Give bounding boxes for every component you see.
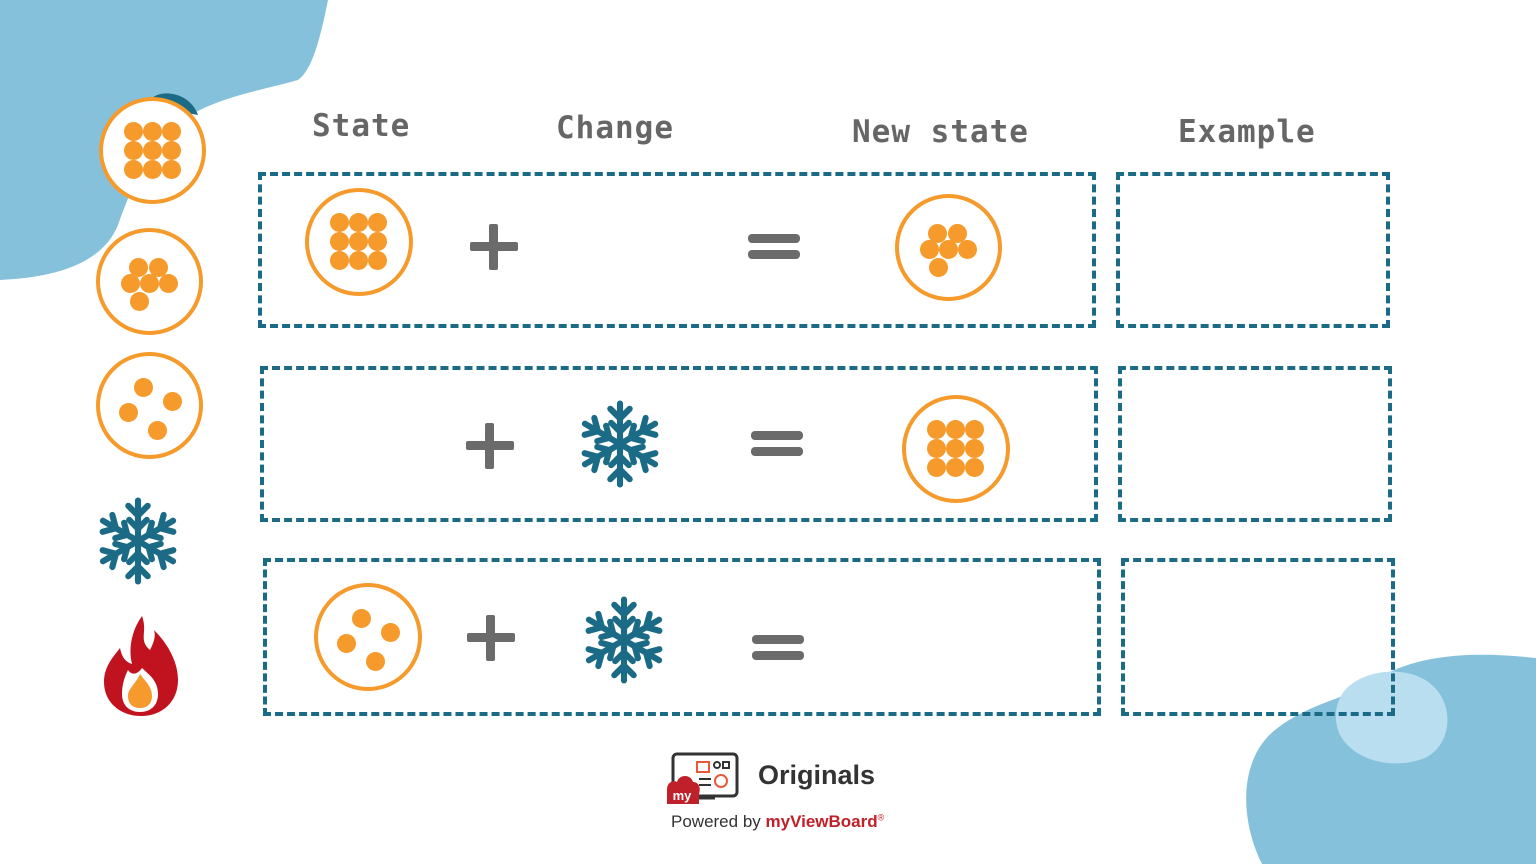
header-new-state: New state [852,114,1029,150]
row-1-plus-icon [470,224,518,270]
legend-fire-icon [104,616,178,716]
originals-title: Originals [758,760,876,790]
myviewboard-logo-icon: my [667,752,739,804]
row-1-state-solid-icon [305,188,413,296]
header-example: Example [1178,114,1316,150]
bottom-right-light-blob [1335,671,1448,764]
top-left-blob [0,0,328,280]
legend-solid-particles-icon [99,97,206,204]
row-2-new-state-solid-icon [902,395,1010,503]
row-2-example-box[interactable] [1118,366,1392,522]
header-state: State [312,108,411,144]
row-3-example-box[interactable] [1121,558,1395,716]
powered-by-label: Powered by [671,812,766,831]
row-3-box [263,558,1101,716]
row-2-equals-icon [751,431,803,456]
logo-badge-text: my [673,788,693,803]
row-3-equals-icon [752,635,804,660]
row-3-change-snowflake-icon [580,593,668,687]
powered-by-line: Powered by myViewBoard® [671,812,884,832]
legend-gas-particles-icon [96,352,203,459]
row-3-plus-icon [467,615,515,661]
row-2-change-snowflake-icon [576,397,664,491]
row-1-equals-icon [748,234,800,259]
legend-snowflake-icon [94,497,182,587]
registered-mark: ® [877,812,885,823]
header-change: Change [556,110,674,146]
brand-name: myViewBoard [765,812,878,831]
row-1-example-box[interactable] [1116,172,1390,328]
row-1-box [258,172,1096,328]
row-2-box [260,366,1098,522]
row-3-state-gas-icon [314,583,422,691]
row-1-new-state-liquid-icon [895,194,1002,301]
legend-liquid-particles-icon [96,228,203,335]
row-2-plus-icon [466,423,514,469]
